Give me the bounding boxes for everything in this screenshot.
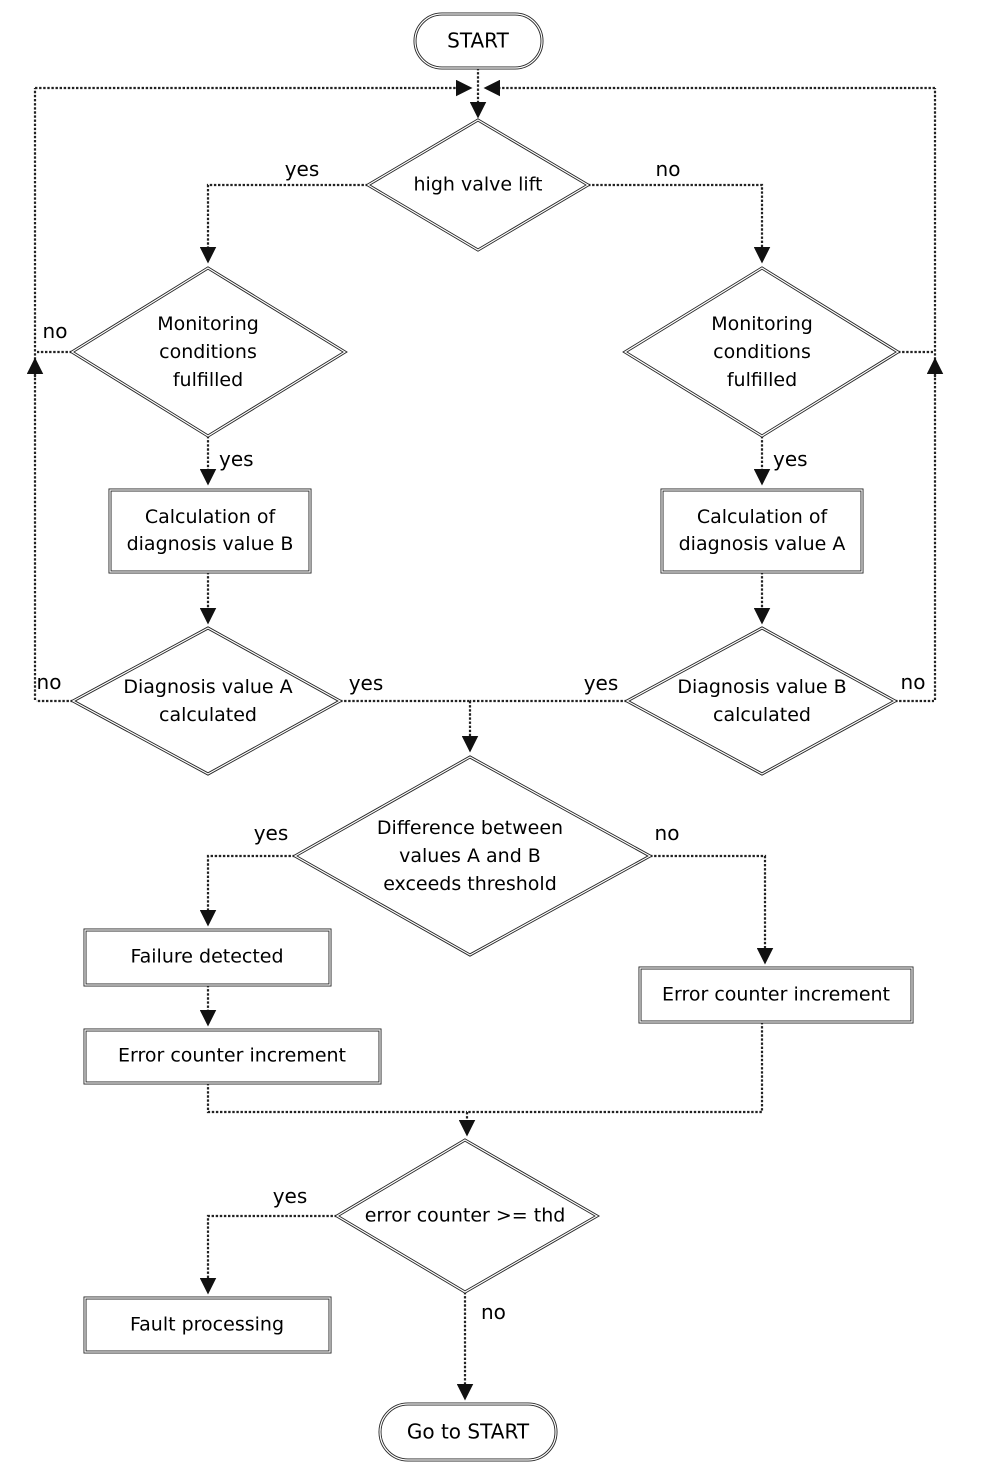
edge-label-monitoring-right-yes: yes <box>773 447 808 471</box>
edge-difference-no <box>650 854 774 965</box>
edge-label-threshold-no: no <box>481 1300 506 1324</box>
decision-monitoring-left-shape <box>69 266 348 438</box>
decision-difference-shape <box>291 755 654 957</box>
node-label-start: START <box>447 28 509 53</box>
node-label-error-counter-right: Error counter increment <box>661 983 891 1006</box>
edge-counter-right-merge <box>467 1022 764 1114</box>
edge-hvl-no <box>588 183 771 264</box>
edge-label-difference-yes: yes <box>253 821 289 845</box>
terminator-goto-start-shape <box>378 1402 558 1462</box>
node-label-high-valve-lift: high valve lift <box>413 173 543 196</box>
node-label-error-counter-left: Error counter increment <box>117 1044 347 1067</box>
node-label-difference: Difference between values A and B exceed… <box>376 817 564 895</box>
edge-label-monitoring-left-yes: yes <box>219 447 254 471</box>
node-label-diag-b-calculated: Diagnosis value B calculated <box>677 676 847 726</box>
edge-threshold-yes <box>199 1214 337 1295</box>
decision-diag-a-calculated-shape <box>69 626 344 776</box>
process-calc-value-b-shape <box>108 488 312 574</box>
edge-label-hvl-no: no <box>655 157 681 181</box>
decision-monitoring-right-shape <box>622 266 901 438</box>
node-label-error-counter-threshold: error counter >= thd <box>364 1204 566 1227</box>
node-label-monitoring-left: Monitoring conditions fulfilled <box>157 313 259 391</box>
node-label-diag-a-calculated: Diagnosis value A calculated <box>123 676 293 726</box>
edge-label-hvl-yes: yes <box>284 157 320 181</box>
edge-label-monitoring-left-no: no <box>42 319 68 343</box>
terminator-start-shape <box>413 12 544 70</box>
edge-difference-yes <box>199 854 295 927</box>
decision-diag-b-calculated-shape <box>623 626 899 776</box>
decision-threshold-shape <box>334 1138 601 1294</box>
decision-high-valve-lift-shape <box>365 118 591 252</box>
process-calc-value-a-shape <box>660 488 864 574</box>
connectors <box>26 68 944 1401</box>
node-shapes <box>69 12 914 1462</box>
node-label-calc-value-a: Calculation of diagnosis value A <box>678 506 846 555</box>
edge-label-threshold-yes: yes <box>272 1184 308 1208</box>
edge-counter-left-merge <box>206 1083 467 1114</box>
node-label-monitoring-right: Monitoring conditions fulfilled <box>711 313 813 391</box>
edge-hvl-yes <box>199 183 368 264</box>
edge-label-diag-a-no: no <box>36 670 62 694</box>
node-label-calc-value-b: Calculation of diagnosis value B <box>126 506 294 555</box>
edge-label-difference-no: no <box>654 821 680 845</box>
node-label-goto-start: Go to START <box>406 1419 530 1444</box>
process-fault-processing-shape <box>83 1296 332 1354</box>
edge-label-diag-b-yes: yes <box>583 671 619 695</box>
process-error-counter-right-shape <box>638 966 914 1024</box>
edge-label-diag-a-yes: yes <box>348 671 384 695</box>
node-label-failure-detected: Failure detected <box>130 945 284 968</box>
process-failure-detected-shape <box>83 928 332 987</box>
node-label-fault-processing: Fault processing <box>129 1313 285 1336</box>
process-error-counter-left-shape <box>83 1028 382 1085</box>
edge-label-diag-b-no: no <box>900 670 926 694</box>
